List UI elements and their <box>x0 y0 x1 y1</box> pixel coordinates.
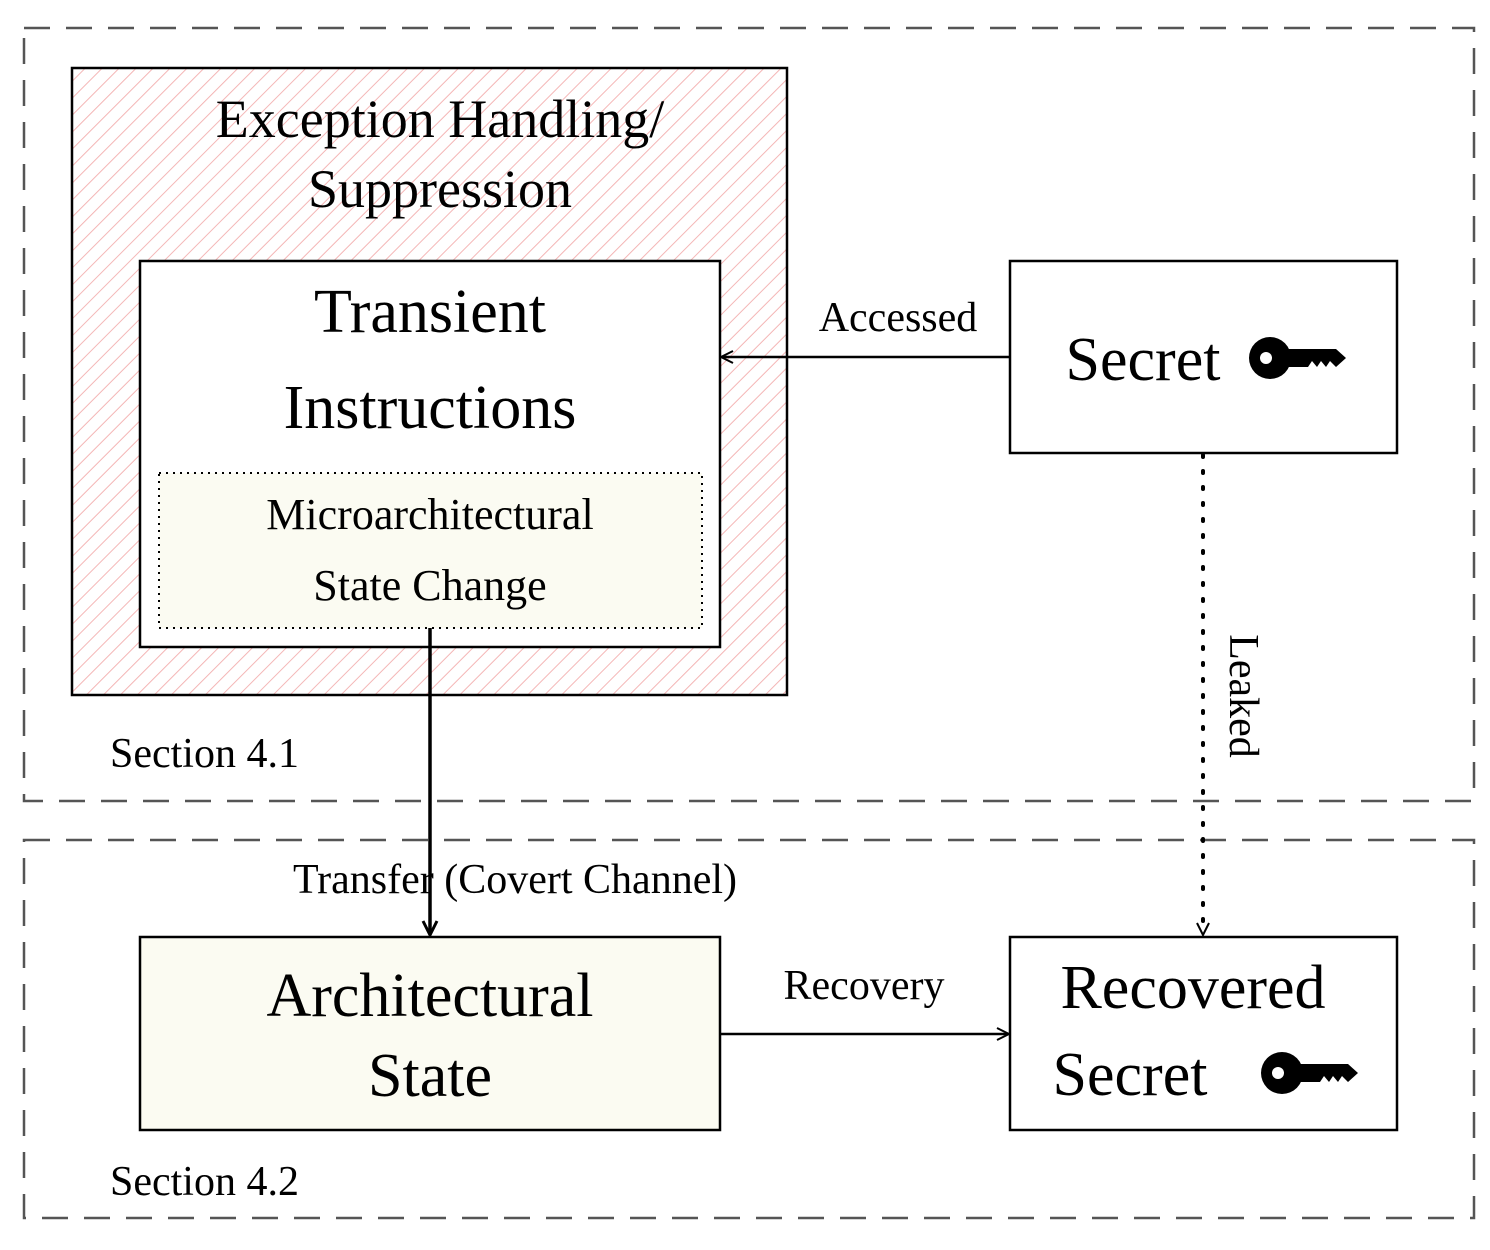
section-4-1-label: Section 4.1 <box>110 731 299 777</box>
exception-handling-title-line2: Suppression <box>308 159 572 219</box>
transfer-label: Transfer (Covert Channel) <box>293 857 737 903</box>
architectural-state-title-line1: Architectural <box>266 962 593 1030</box>
transient-instructions-title-line1: Transient <box>314 278 546 346</box>
recovered-secret-title-line2: Secret <box>1053 1041 1208 1109</box>
architectural-state-box <box>138 935 722 1132</box>
exception-handling-title-line1: Exception Handling/ <box>216 89 664 149</box>
microarchitectural-state-change-box <box>158 472 703 629</box>
microarchitectural-title-line1: Microarchitectural <box>266 490 593 539</box>
recovered-secret-box <box>1008 935 1399 1132</box>
section-4-2-label: Section 4.2 <box>110 1159 299 1205</box>
transient-instructions-title-line2: Instructions <box>284 374 577 442</box>
recovered-secret-title-line1: Recovered <box>1060 954 1325 1022</box>
architectural-state-title-line2: State <box>368 1042 492 1110</box>
leaked-label: Leaked <box>1220 634 1266 758</box>
microarchitectural-title-line2: State Change <box>313 561 546 610</box>
section-4-1-frame <box>22 26 1476 803</box>
secret-label: Secret <box>1066 326 1221 394</box>
key-icon <box>1249 337 1346 379</box>
key-icon <box>1261 1052 1358 1094</box>
accessed-label: Accessed <box>819 295 978 341</box>
recovery-label: Recovery <box>784 963 945 1009</box>
section-4-2-frame <box>22 838 1476 1220</box>
